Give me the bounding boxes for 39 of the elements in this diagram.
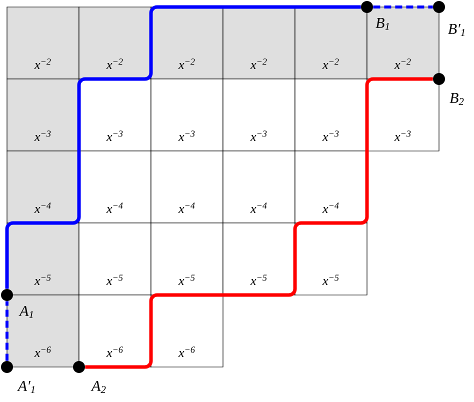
grid-cell: x$^{−5}$ (6, 222, 80, 296)
grid-cell: x$^{−5}$ (294, 222, 368, 296)
grid-cell: x$^{−4}$ (294, 150, 368, 224)
point-label: B$_{2}$ (450, 93, 464, 105)
grid-cell: x$^{−4}$ (150, 150, 224, 224)
grid-cell: x$^{−5}$ (222, 222, 296, 296)
point-dot (361, 1, 373, 13)
point-dot (433, 1, 445, 13)
point-label: B′$_{1}$ (448, 24, 464, 36)
grid-cell: x$^{−3}$ (294, 78, 368, 152)
grid-cell: x$^{−6}$ (78, 294, 152, 368)
point-dot (1, 289, 13, 301)
point-label: A$_{2}$ (90, 380, 106, 394)
grid-cell: x$^{−5}$ (78, 222, 152, 296)
grid-cell: x$^{−3}$ (366, 78, 440, 152)
grid-cell: x$^{−4}$ (222, 150, 296, 224)
grid-cell: x$^{−3}$ (6, 78, 80, 152)
grid-cell: x$^{−3}$ (222, 78, 296, 152)
grid-cell: x$^{−5}$ (150, 222, 224, 296)
point-label: A′$_{1}$ (17, 380, 34, 394)
grid-cell: x$^{−2}$ (6, 6, 80, 80)
point-dot (73, 361, 85, 373)
grid-cell: x$^{−3}$ (78, 78, 152, 152)
path-line (5, 5, 361, 289)
point-dot (1, 361, 13, 373)
path-line (85, 77, 433, 369)
grid-cell: x$^{−3}$ (150, 78, 224, 152)
path-line (373, 6, 433, 8)
grid-cell: x$^{−4}$ (6, 150, 80, 224)
grid-cell: x$^{−2}$ (222, 6, 296, 80)
grid-cell: x$^{−6}$ (150, 294, 224, 368)
grid-cell: x$^{−2}$ (294, 6, 368, 80)
point-label: B$_{1}$ (376, 18, 389, 30)
grid-cell: x$^{−2}$ (78, 6, 152, 80)
point-dot (433, 73, 445, 85)
grid-cell: x$^{−4}$ (78, 150, 152, 224)
point-label: A$_{1}$ (18, 306, 33, 318)
grid-cell: x$^{−2}$ (150, 6, 224, 80)
path-line (6, 301, 8, 361)
